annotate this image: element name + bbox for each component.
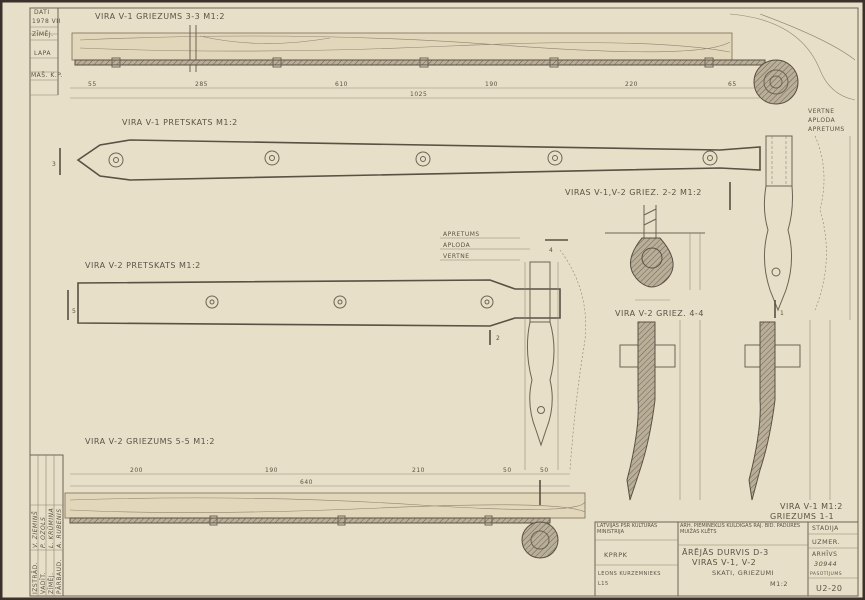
drawing-frame <box>29 7 859 597</box>
name-4: A. RUBENIS <box>56 508 63 549</box>
v1-section-3-3 <box>71 13 856 105</box>
tb-author: LEONS KURZEMNIEKS <box>598 571 661 577</box>
section-mark-1: 1 <box>780 310 784 317</box>
label-section-4-4: VIRA V-2 GRIEZ. 4-4 <box>615 309 704 318</box>
tb-drawing-sub: VIRAS V-1, V-2 <box>692 558 756 567</box>
tb-object: ARH. PIEMINEKLIS KULDĪGAS RAJ. BĪD. PADU… <box>680 523 801 535</box>
dim-top-2: 285 <box>195 81 208 88</box>
left-col-date: 1978 VII <box>32 18 61 25</box>
label-v2-front-view: VIRA V-2 PRETSKATS M1:2 <box>85 261 201 270</box>
section-mark-4: 4 <box>549 247 553 254</box>
dim-bot-5: 50 <box>540 467 549 474</box>
left-col-dati: DATI <box>34 9 50 16</box>
v1-front-view: 3 <box>52 139 761 181</box>
label-section-1-1-b: GRIEZUMS 1-1 <box>770 512 834 521</box>
tb-drawing-title: ĀRĒJĀS DURVIS D-3 <box>682 547 769 557</box>
dim-bot-2: 190 <box>265 467 278 474</box>
role-3: ZĪMĒJ. <box>48 572 55 594</box>
dim-top-6: 65 <box>728 81 737 88</box>
label-v2-section-5-5: VIRA V-2 GRIEZUMS 5-5 M1:2 <box>85 437 215 446</box>
label-section-1-1-a: VIRA V-1 M1:2 <box>780 502 843 511</box>
section-4-4 <box>619 320 701 501</box>
dim-top-1: 55 <box>88 81 97 88</box>
label-v1-section-3-3: VIRA V-1 GRIEZUMS 3-3 M1:2 <box>95 12 225 21</box>
layer-labels: APRETUMS APLODA VERTNE <box>440 231 530 261</box>
layer-label-right-1: VERTNE <box>808 108 835 115</box>
title-block: LATVIJAS PSR KULTŪRAS MINISTRIJA KPRPK L… <box>594 521 859 597</box>
dim-bot-4: 50 <box>503 467 512 474</box>
layer-vertne: VERTNE <box>443 253 470 260</box>
top-dimensions: 55 285 610 190 220 65 1025 <box>70 81 760 99</box>
layer-label-right-2: APLODA <box>808 117 836 124</box>
dim-top-3: 610 <box>335 81 348 88</box>
v1-side-detail: VERTNE APLODA APRETUMS <box>763 108 851 320</box>
left-col-zimej: ZĪMĒJ. <box>32 31 54 38</box>
section-mark-2: 2 <box>496 335 500 342</box>
tb-org-short: KPRPK <box>604 551 628 559</box>
left-col-lapa: LAPA <box>34 50 51 57</box>
dim-bot-total: 640 <box>300 479 313 486</box>
layer-apretums: APRETUMS <box>443 231 480 238</box>
dim-top-total: 1025 <box>410 91 427 98</box>
dim-top-5: 220 <box>625 81 638 88</box>
label-v1-front-view: VIRA V-1 PRETSKATS M1:2 <box>122 118 238 127</box>
name-1: V. ZIEMIŅŠ <box>32 511 39 548</box>
tb-drawing-sub2: SKATI, GRIEZUMI <box>712 569 774 577</box>
tb-org: LATVIJAS PSR KULTŪRAS MINISTRIJA <box>597 523 658 535</box>
section-mark-5: 5 <box>72 308 76 315</box>
tb-stage-value: UZMER. <box>812 538 840 546</box>
section-2-2 <box>605 182 731 301</box>
tb-archive-no: 30944 <box>814 560 837 568</box>
layer-label-right-3: APRETUMS <box>808 126 845 133</box>
tb-author-code: L15 <box>598 581 609 587</box>
tb-order-label: PASŪTĪJUMS <box>810 570 842 577</box>
role-4: PĀRBAUD. <box>56 559 63 594</box>
tb-sheet-no: U2-20 <box>816 584 843 593</box>
role-1: IZSTRĀD. <box>32 562 39 594</box>
bottom-dimensions: 200 190 210 50 50 640 <box>70 467 570 487</box>
dim-bot-1: 200 <box>130 467 143 474</box>
name-3: L. KRŪMIŅA <box>48 508 55 548</box>
left-info-column: DATI 1978 VII ZĪMĒJ. LAPA MAŠ. K.P. <box>30 8 63 96</box>
dim-top-4: 190 <box>485 81 498 88</box>
tb-archive-label: ARHĪVS <box>812 551 837 558</box>
v2-section-5-5 <box>64 480 586 559</box>
tb-stage-label: STADIJA <box>812 525 839 532</box>
section-mark-3: 3 <box>52 161 56 168</box>
tb-scale: M1:2 <box>770 580 788 588</box>
dim-bot-3: 210 <box>412 467 425 474</box>
role-2: VADĪT. <box>40 572 47 594</box>
section-1-1: 1 VIRA V-1 M1:2 GRIEZUMS 1-1 <box>744 300 843 521</box>
v2-front-view: 5 2 4 <box>67 239 586 471</box>
left-col-mas: MAŠ. K.P. <box>31 72 63 79</box>
signature-block: IZSTRĀD. VADĪT. ZĪMĒJ. PĀRBAUD. V. ZIEMI… <box>29 454 64 597</box>
name-2: P. OZOLS <box>40 517 47 548</box>
layer-aploda: APLODA <box>443 242 471 249</box>
label-section-2-2: VIRAS V-1,V-2 GRIEZ. 2-2 M1:2 <box>565 188 702 197</box>
